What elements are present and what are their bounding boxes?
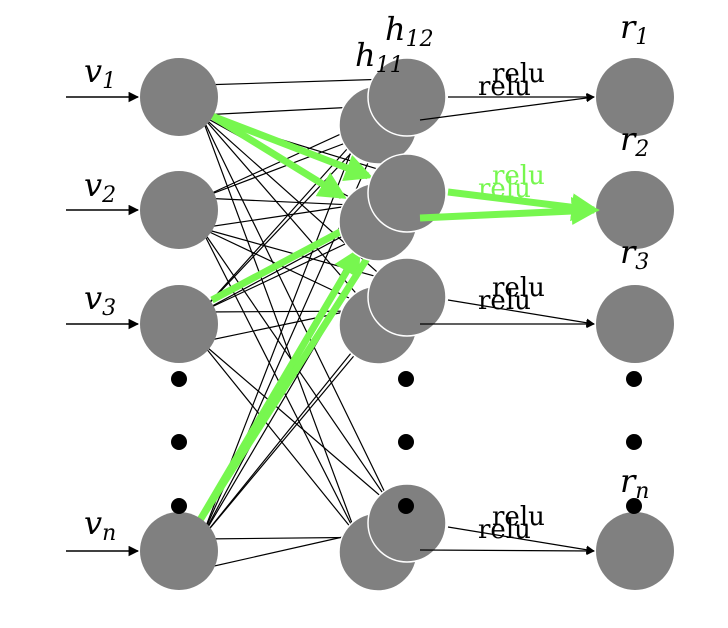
highlight-edge — [210, 112, 374, 182]
hidden-label-h11: h11 — [355, 36, 404, 78]
ellipsis-dot — [626, 371, 642, 387]
input-node — [140, 285, 218, 363]
edge-arrow — [200, 75, 392, 86]
hidden-label-h12: h12 — [385, 10, 434, 52]
edge-arrow — [200, 338, 369, 540]
ellipsis-dots — [171, 371, 642, 514]
edge-arrow — [200, 103, 357, 116]
ellipsis-dot — [171, 371, 187, 387]
output-edge — [447, 188, 600, 222]
hidden-node — [367, 57, 447, 137]
ellipsis-dot — [398, 371, 414, 387]
ellipsis-dot — [171, 434, 187, 450]
ellipsis-dot — [171, 498, 187, 514]
edge-arrow — [200, 200, 363, 229]
relu-label-1a: relu — [492, 59, 545, 89]
output-label-r3: r3 — [620, 233, 649, 275]
input-node — [140, 512, 218, 590]
input-label-v1: v1 — [84, 52, 116, 94]
edge-arrow — [200, 531, 357, 570]
output-node — [596, 285, 674, 363]
input-arrows — [66, 91, 140, 557]
highlight-edge — [197, 227, 388, 522]
nodes — [140, 57, 674, 592]
relu-label-1b: relu — [478, 72, 531, 102]
output-label-rn: rn — [620, 462, 649, 504]
edge-arrow — [200, 114, 392, 506]
edge-arrow — [200, 341, 357, 535]
output-node — [596, 512, 674, 590]
ellipsis-dot — [626, 498, 642, 514]
relu-label-3b: relu — [478, 286, 531, 316]
hidden-node — [367, 257, 447, 337]
input-label-v2: v2 — [84, 166, 116, 208]
ellipsis-dot — [398, 434, 414, 450]
output-edge — [447, 299, 595, 327]
edge-arrow — [200, 137, 357, 199]
relu-label-2b: relu — [478, 174, 531, 204]
output-edges — [419, 92, 600, 556]
ellipsis-dot — [626, 434, 642, 450]
edge-arrow — [200, 341, 392, 506]
highlight-edge — [210, 113, 347, 199]
input-node — [140, 58, 218, 136]
output-label-r2: r2 — [620, 120, 649, 162]
hidden-node — [367, 153, 447, 233]
ellipsis-dot — [398, 498, 414, 514]
output-node — [596, 58, 674, 136]
relu-label-nb: relu — [478, 515, 531, 545]
relu-label-na: relu — [492, 502, 545, 532]
output-node — [596, 171, 674, 249]
input-label-v3: v3 — [84, 279, 116, 321]
output-edge — [419, 546, 595, 556]
relu-label-3a: relu — [492, 273, 545, 303]
output-edge — [419, 197, 600, 226]
relu-label-2a: relu — [492, 161, 545, 191]
input-node — [140, 171, 218, 249]
output-edge — [447, 526, 595, 554]
edge-arrow — [200, 138, 357, 313]
hidden-node — [367, 483, 447, 563]
output-label-r1: r1 — [620, 8, 649, 50]
output-edge — [419, 93, 595, 121]
input-label-vn: vn — [84, 504, 116, 546]
edge-arrow — [200, 114, 358, 535]
